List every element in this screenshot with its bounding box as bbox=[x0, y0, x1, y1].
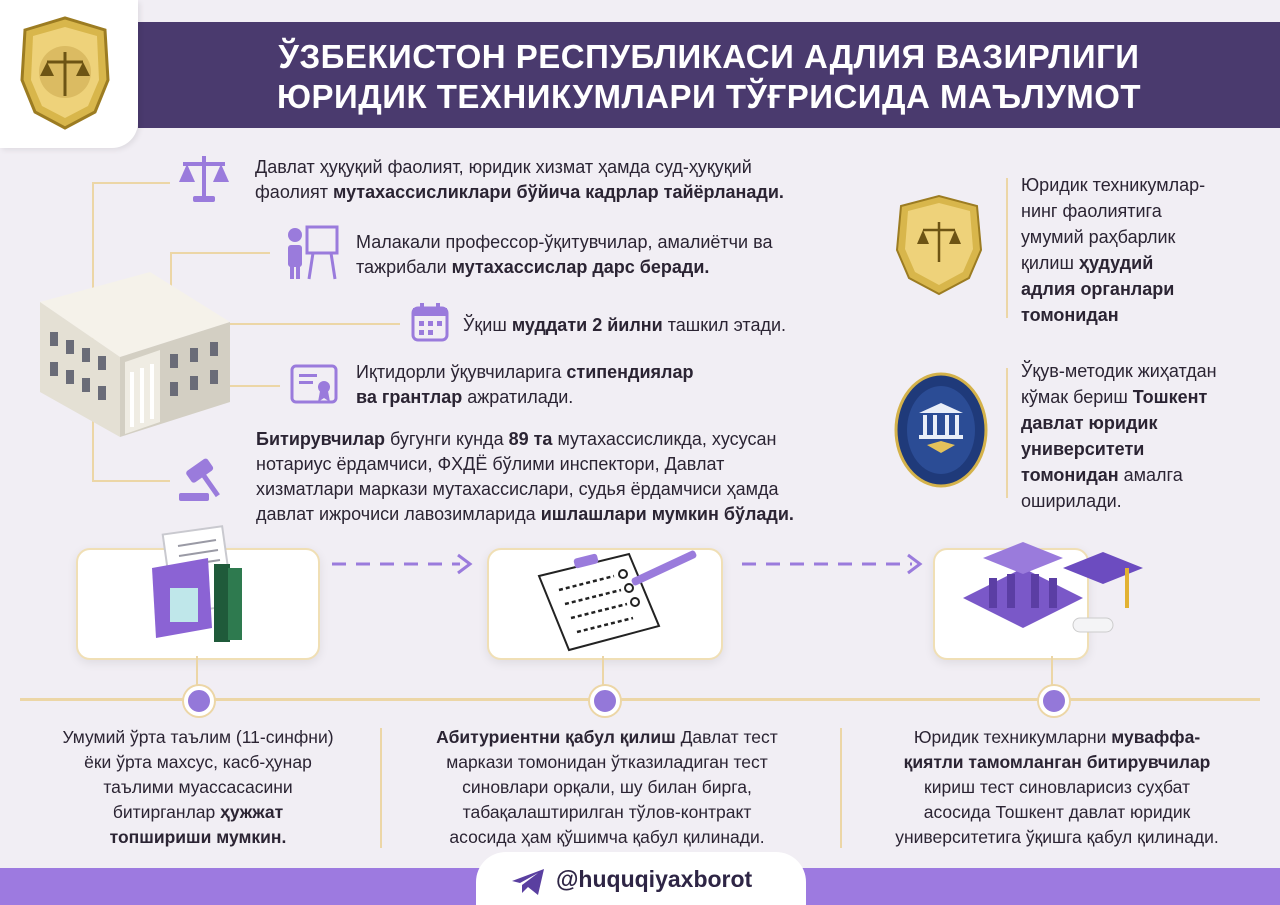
item-teacher-text: Малакали профессор-ўқитувчилар, амалиётч… bbox=[356, 232, 773, 277]
university-emblem bbox=[894, 372, 988, 488]
telegram-icon bbox=[512, 869, 544, 895]
right-block-2-text: Ўқув-методик жиҳатдан кўмак бериш Тошкен… bbox=[1021, 361, 1217, 511]
step-1-card bbox=[76, 525, 320, 660]
step-2-text: Абитуриентни қабул қилиш Давлат тест мар… bbox=[436, 727, 778, 847]
right-block-1-text: Юридик техникумлар- нинг фаолиятига умум… bbox=[1021, 175, 1206, 325]
item-scales-text: Давлат ҳуқуқий фаолият, юридик хизмат ҳа… bbox=[255, 157, 784, 202]
step-3-text: Юридик техникумларни муваффа- қиятли там… bbox=[895, 727, 1219, 847]
connector-line bbox=[170, 252, 270, 254]
item-gavel-text: Битирувчилар бугунги кунда 89 та мутахас… bbox=[256, 429, 794, 524]
connector-line bbox=[92, 182, 170, 184]
connector-line bbox=[170, 252, 172, 292]
ministry-emblem bbox=[895, 194, 983, 296]
timeline-dot bbox=[184, 686, 214, 716]
title-line-2: ЮРИДИК ТЕХНИКУМЛАРИ ТЎҒРИСИДА МАЪЛУМОТ bbox=[276, 78, 1142, 115]
connector-line bbox=[1051, 656, 1053, 698]
ministry-emblem bbox=[20, 16, 110, 130]
timeline-dot bbox=[590, 686, 620, 716]
timeline-line bbox=[20, 698, 1260, 701]
scales-icon bbox=[179, 156, 229, 202]
item-calendar-text: Ўқиш муддати 2 йилни ташкил этади. bbox=[463, 315, 787, 335]
connector-line bbox=[230, 323, 400, 325]
step-2-card bbox=[487, 548, 723, 660]
connector-line bbox=[196, 656, 198, 698]
timeline-dot bbox=[1039, 686, 1069, 716]
connector-line bbox=[602, 656, 604, 698]
building-illustration bbox=[40, 272, 230, 437]
header-banner: ЎЗБЕКИСТОН РЕСПУБЛИКАСИ АДЛИЯ ВАЗИРЛИГИ … bbox=[138, 22, 1280, 128]
divider-line bbox=[840, 728, 842, 848]
arrow-right-icon bbox=[332, 553, 473, 575]
gavel-icon bbox=[179, 458, 220, 501]
step-1-text: Умумий ўрта таълим (11-синфни) ёки ўрта … bbox=[62, 727, 334, 847]
graduation-icon bbox=[963, 542, 1143, 633]
title-line-1: ЎЗБЕКИСТОН РЕСПУБЛИКАСИ АДЛИЯ ВАЗИРЛИГИ bbox=[278, 38, 1140, 75]
step-3-card bbox=[933, 542, 1143, 660]
connector-line bbox=[230, 385, 280, 387]
divider-line bbox=[1006, 178, 1008, 318]
arrow-right-icon bbox=[742, 553, 923, 575]
connector-line bbox=[92, 480, 170, 482]
logo-card bbox=[0, 0, 138, 148]
divider-line bbox=[380, 728, 382, 848]
certificate-icon bbox=[290, 364, 338, 404]
divider-line bbox=[1006, 368, 1008, 498]
checklist-icon bbox=[537, 550, 697, 652]
item-certificate-text: Иқтидорли ўқувчиларига стипендиялар ва г… bbox=[356, 362, 694, 407]
calendar-icon bbox=[411, 303, 449, 342]
telegram-handle-pill[interactable]: @huquqiyaxborot bbox=[476, 852, 806, 905]
teacher-icon bbox=[288, 225, 339, 280]
telegram-handle[interactable]: @huquqiyaxborot bbox=[556, 866, 753, 892]
documents-icon bbox=[152, 525, 242, 642]
